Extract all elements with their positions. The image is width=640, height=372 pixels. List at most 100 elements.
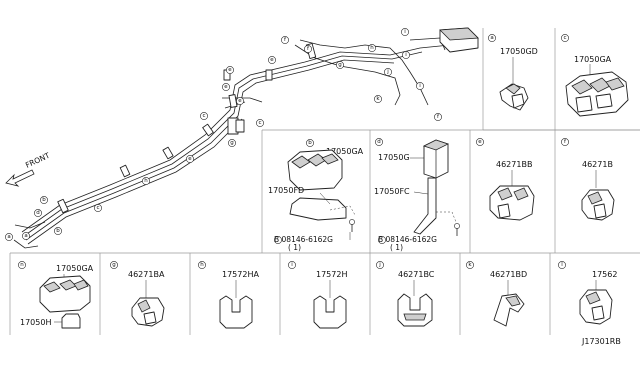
callout-f2: f bbox=[304, 45, 312, 53]
callout-a2: a bbox=[22, 232, 30, 240]
svg-text:i: i bbox=[419, 83, 421, 89]
svg-text:l: l bbox=[561, 262, 563, 268]
tube-clips bbox=[57, 43, 317, 214]
svg-text:b: b bbox=[56, 228, 60, 234]
svg-text:n: n bbox=[20, 262, 24, 268]
panel-d: d 17050G 17050FC B 08146-6162G ( 1) bbox=[374, 138, 460, 252]
svg-text:i: i bbox=[291, 262, 293, 268]
svg-text:i: i bbox=[404, 29, 406, 35]
svg-text:e: e bbox=[238, 98, 242, 104]
part-label-17050GA-b: 17050GA bbox=[326, 147, 364, 156]
diagram-code: J17301RB bbox=[581, 337, 621, 346]
part-label-17050GA-c: 17050GA bbox=[574, 55, 612, 64]
front-label: FRONT bbox=[24, 151, 51, 170]
panel-k: k 46271BD bbox=[466, 261, 527, 327]
callout-g: g bbox=[336, 61, 344, 69]
svg-text:e: e bbox=[478, 139, 482, 145]
svg-text:h: h bbox=[200, 262, 204, 268]
bolt-qty-d: ( 1) bbox=[390, 243, 403, 252]
svg-text:g: g bbox=[230, 140, 234, 146]
front-indicator: FRONT bbox=[5, 151, 51, 187]
panel-f: f 46271B bbox=[561, 138, 615, 221]
part-label-17050GA-n: 17050GA bbox=[56, 264, 94, 273]
part-label-17572HA: 17572HA bbox=[222, 270, 259, 279]
part-label-46271BC: 46271BC bbox=[398, 270, 435, 279]
panel-j: j 46271BC bbox=[376, 261, 435, 327]
main-callouts: e e f f g h i i j i k f e e c c g e h c … bbox=[5, 28, 442, 241]
part-label-46271BD: 46271BD bbox=[490, 270, 527, 279]
svg-text:a: a bbox=[490, 35, 493, 41]
callout-g2: g bbox=[228, 139, 236, 147]
bolt-qty-b: ( 1) bbox=[288, 243, 301, 252]
part-label-17562: 17562 bbox=[592, 270, 617, 279]
bolt-label-d: B 08146-6162G bbox=[378, 235, 437, 244]
panel-b: b 17050GA 17050FD B 08146-6162G ( 1) bbox=[268, 139, 364, 252]
callout-c2: c bbox=[256, 119, 264, 127]
callout-c3: c bbox=[94, 204, 102, 212]
svg-text:g: g bbox=[112, 262, 116, 268]
hydraulic-unit bbox=[439, 27, 479, 53]
callout-i3: i bbox=[416, 82, 424, 90]
callout-e4: e bbox=[236, 97, 244, 105]
part-label-17050G: 17050G bbox=[378, 153, 410, 162]
svg-text:c: c bbox=[563, 35, 566, 41]
svg-text:a: a bbox=[7, 234, 10, 240]
callout-i: i bbox=[401, 28, 409, 36]
callout-e2: e bbox=[268, 56, 276, 64]
part-label-17050FC: 17050FC bbox=[374, 187, 410, 196]
svg-text:c: c bbox=[202, 113, 205, 119]
svg-text:d: d bbox=[36, 210, 40, 216]
svg-text:j: j bbox=[378, 262, 381, 268]
part-label-17050GD: 17050GD bbox=[500, 47, 538, 56]
svg-text:d: d bbox=[377, 139, 381, 145]
callout-f3: f bbox=[434, 113, 442, 121]
callout-b2: b bbox=[54, 227, 62, 235]
svg-text:h: h bbox=[144, 178, 148, 184]
callout-e5: e bbox=[186, 155, 194, 163]
callout-f: f bbox=[281, 36, 289, 44]
svg-text:b: b bbox=[42, 197, 46, 203]
panel-c: c 17050GA bbox=[561, 34, 629, 117]
callout-a: a bbox=[5, 233, 13, 241]
svg-text:f: f bbox=[437, 114, 440, 120]
svg-text:k: k bbox=[468, 262, 472, 268]
callout-e: e bbox=[226, 66, 234, 74]
part-label-17572H: 17572H bbox=[316, 270, 347, 279]
callout-b: b bbox=[40, 196, 48, 204]
svg-text:k: k bbox=[376, 96, 380, 102]
callout-c: c bbox=[200, 112, 208, 120]
panel-i: i 17572H bbox=[288, 261, 347, 329]
panel-h: h 17572HA bbox=[198, 261, 259, 329]
svg-text:f: f bbox=[564, 139, 567, 145]
svg-text:a: a bbox=[24, 233, 27, 239]
part-label-46271B: 46271B bbox=[582, 160, 613, 169]
callout-e3: e bbox=[222, 83, 230, 91]
panel-a: a 17050GD bbox=[488, 34, 538, 111]
bolt-label-b: B 08146-6162G bbox=[274, 235, 333, 244]
svg-text:c: c bbox=[258, 120, 261, 126]
svg-text:b: b bbox=[308, 140, 312, 146]
svg-text:f: f bbox=[284, 37, 287, 43]
callout-h: h bbox=[368, 44, 376, 52]
callout-h2: h bbox=[142, 177, 150, 185]
svg-text:c: c bbox=[96, 205, 99, 211]
callout-k: k bbox=[374, 95, 382, 103]
svg-text:e: e bbox=[224, 84, 228, 90]
callout-i2: i bbox=[402, 51, 410, 59]
part-label-17050FD: 17050FD bbox=[268, 186, 304, 195]
part-label-46271BB: 46271BB bbox=[496, 160, 532, 169]
svg-text:j: j bbox=[386, 69, 389, 75]
svg-text:h: h bbox=[370, 45, 374, 51]
svg-text:e: e bbox=[270, 57, 274, 63]
panel-g: g 46271BA bbox=[110, 261, 165, 327]
panel-n: n 17050GA 17050H bbox=[18, 261, 94, 329]
callout-d: d bbox=[34, 209, 42, 217]
svg-text:i: i bbox=[405, 52, 407, 58]
svg-text:e: e bbox=[228, 67, 232, 73]
svg-text:f: f bbox=[307, 46, 310, 52]
panel-grid bbox=[9, 28, 640, 335]
svg-text:e: e bbox=[188, 156, 192, 162]
svg-text:g: g bbox=[338, 62, 342, 68]
